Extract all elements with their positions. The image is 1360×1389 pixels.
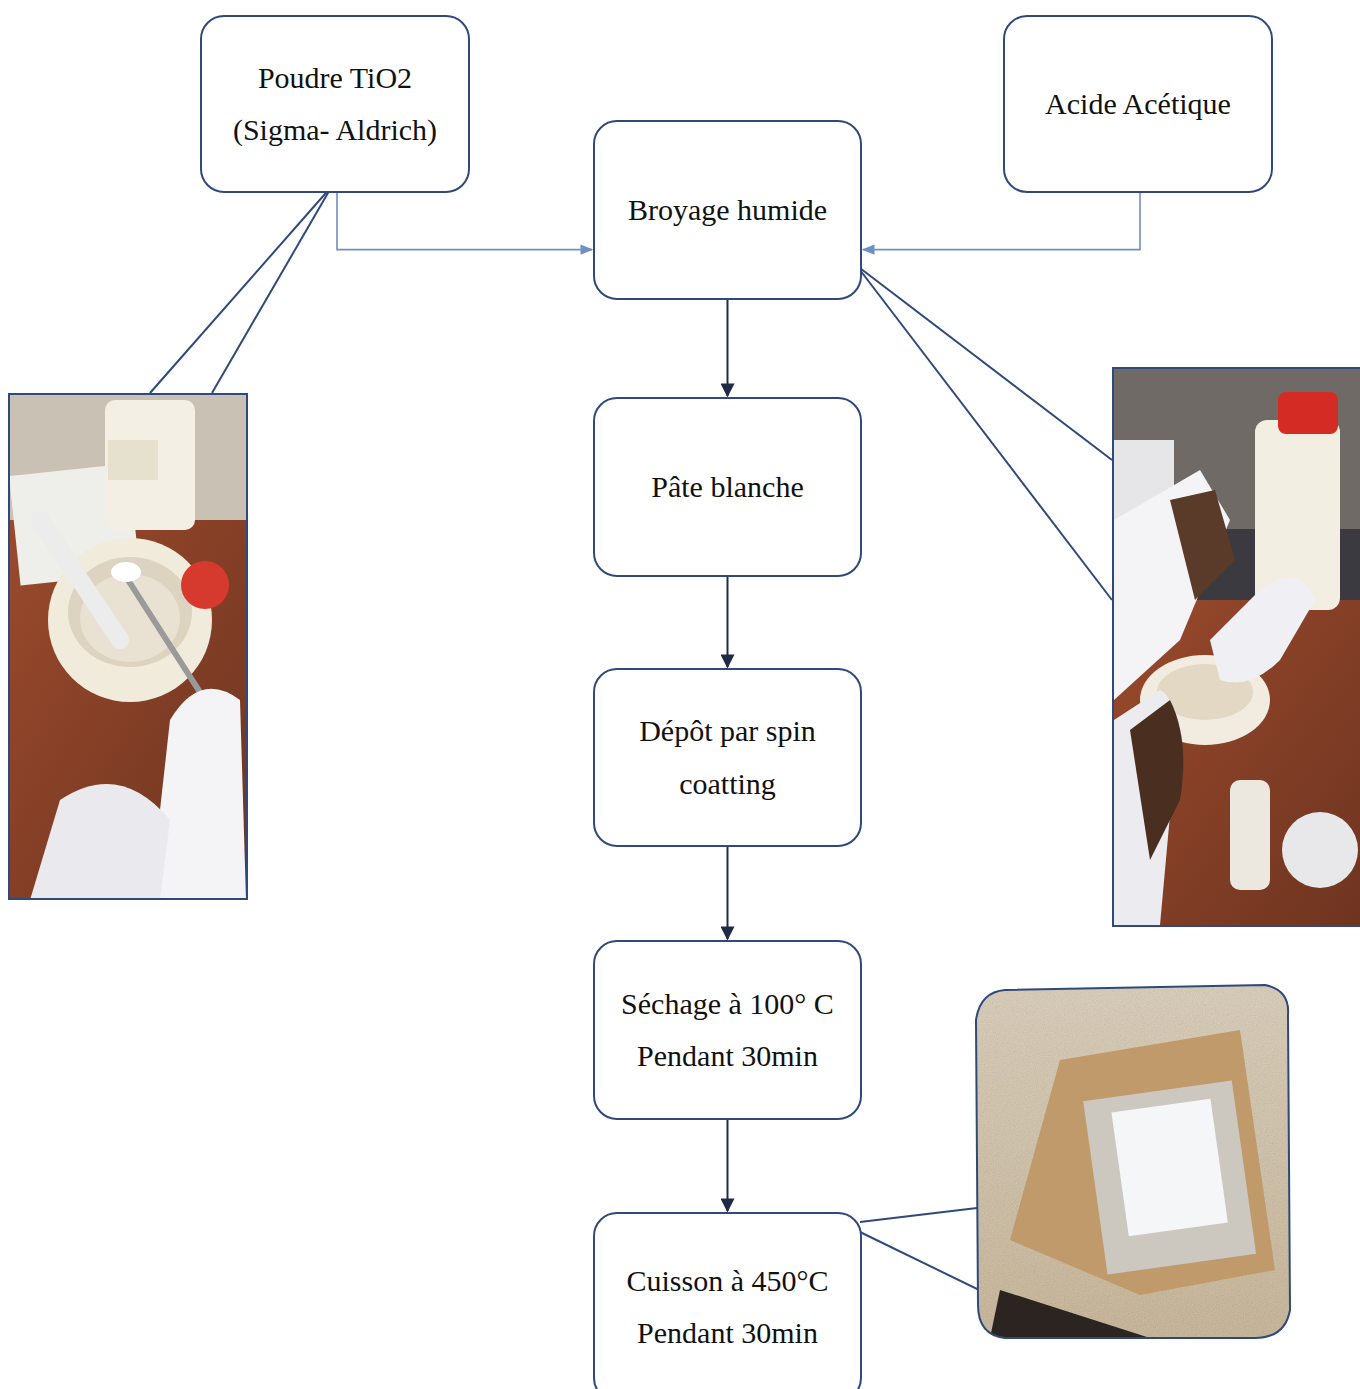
box-label: Poudre TiO2 (Sigma- Aldrich) <box>225 52 445 157</box>
box-label: Dépôt par spin coatting <box>608 705 848 810</box>
connector-glow <box>722 847 734 939</box>
box-label: Acide Acétique <box>1045 78 1231 131</box>
process-box: Broyage humide <box>593 120 862 300</box>
flow-arrow <box>727 577 729 667</box>
photo-left <box>10 395 246 898</box>
process-box: Acide Acétique <box>1003 15 1273 193</box>
connector-glow <box>722 300 734 396</box>
connector-glow <box>722 1120 734 1211</box>
process-box: Dépôt par spin coatting <box>593 668 862 847</box>
process-box: Cuisson à 450°C Pendant 30min <box>593 1212 862 1389</box>
flow-arrow <box>727 847 729 939</box>
box-label: Broyage humide <box>628 184 827 237</box>
photo-sample <box>970 980 1300 1350</box>
box-label: Pâte blanche <box>651 461 803 514</box>
connector-glow <box>722 577 734 667</box>
process-box: Pâte blanche <box>593 397 862 577</box>
photo-right <box>1114 369 1360 925</box>
leader-lines <box>150 186 1112 1305</box>
process-box: Poudre TiO2 (Sigma- Aldrich) <box>200 15 470 193</box>
flow-arrow <box>863 193 1140 250</box>
flow-arrow <box>337 193 592 250</box>
flow-arrow <box>727 1120 729 1211</box>
box-label: Séchage à 100° C Pendant 30min <box>613 978 843 1083</box>
process-box: Séchage à 100° C Pendant 30min <box>593 940 862 1120</box>
flow-arrow <box>727 300 729 396</box>
box-label: Cuisson à 450°C Pendant 30min <box>613 1255 843 1360</box>
